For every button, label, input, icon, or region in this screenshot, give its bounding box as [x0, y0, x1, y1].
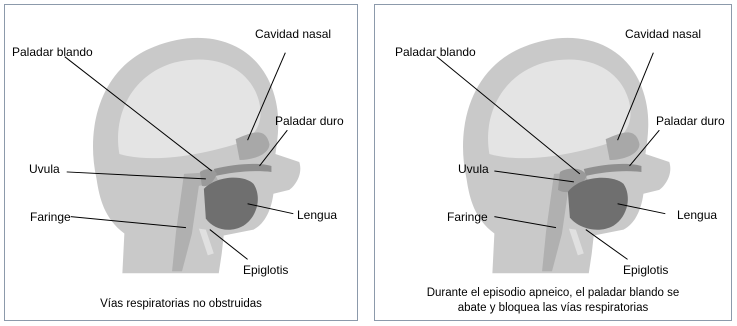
- brain-region: [118, 59, 261, 159]
- soft-palate-collapsed-shape: [557, 168, 587, 193]
- label-epiglotis: Epiglotis: [623, 263, 669, 277]
- pointer-faringe: [70, 216, 187, 229]
- caption-obstructed-line2: abate y bloquea las vías respiratorias: [457, 302, 649, 314]
- nasal-cavity-shape: [235, 132, 270, 161]
- head-diagram-unobstructed: [64, 37, 301, 274]
- label-lengua: Lengua: [297, 208, 338, 222]
- pointer-lengua: [617, 203, 666, 215]
- pointer-uvula: [66, 171, 206, 180]
- label-paladar-duro: Paladar duro: [275, 114, 344, 128]
- nasal-cavity-shape: [605, 132, 640, 161]
- label-paladar-blando: Paladar blando: [12, 45, 93, 59]
- epiglottis-shape: [568, 228, 584, 256]
- epiglottis-shape: [198, 228, 214, 256]
- pointer-epiglotis: [585, 229, 628, 260]
- tongue-shape: [567, 177, 628, 230]
- label-cavidad-nasal: Cavidad nasal: [255, 27, 332, 41]
- pointer-epiglotis: [209, 229, 248, 260]
- pointer-paladar-blando: [64, 56, 213, 172]
- label-faringe: Faringe: [447, 210, 488, 224]
- label-faringe: Faringe: [30, 210, 71, 224]
- label-paladar-blando: Paladar blando: [395, 45, 476, 59]
- pointer-paladar-duro: [259, 129, 288, 167]
- label-lengua: Lengua: [677, 208, 718, 222]
- hard-palate-shape: [213, 163, 272, 176]
- soft-palate-shape: [199, 169, 217, 187]
- label-epiglotis: Epiglotis: [243, 263, 289, 277]
- pointer-lengua: [247, 203, 294, 215]
- pointer-faringe: [494, 216, 557, 229]
- panel-obstructed: Cavidad nasal Paladar blando Paladar dur…: [374, 4, 732, 321]
- label-paladar-duro: Paladar duro: [656, 114, 725, 128]
- pointer-paladar-blando: [436, 56, 581, 175]
- pointer-cavidad-nasal: [247, 52, 286, 141]
- pointer-cavidad-nasal: [617, 52, 654, 141]
- head-diagram-obstructed: [436, 37, 671, 274]
- caption-unobstructed: Vías respiratorias no obstruidas: [100, 298, 262, 310]
- airway-shape: [542, 171, 589, 272]
- label-cavidad-nasal: Cavidad nasal: [625, 27, 702, 41]
- caption-obstructed-line1: Durante el episodio apneico, el paladar …: [426, 287, 680, 299]
- pointer-uvula: [494, 170, 574, 183]
- tongue-shape: [203, 177, 258, 230]
- label-uvula: Uvula: [29, 162, 60, 176]
- label-uvula: Uvula: [458, 162, 489, 176]
- airway-shape: [172, 171, 219, 272]
- hard-palate-shape: [583, 163, 642, 176]
- panel-unobstructed: Cavidad nasal Paladar blando Paladar dur…: [4, 4, 358, 321]
- pointer-paladar-duro: [629, 129, 660, 167]
- brain-region: [488, 59, 631, 159]
